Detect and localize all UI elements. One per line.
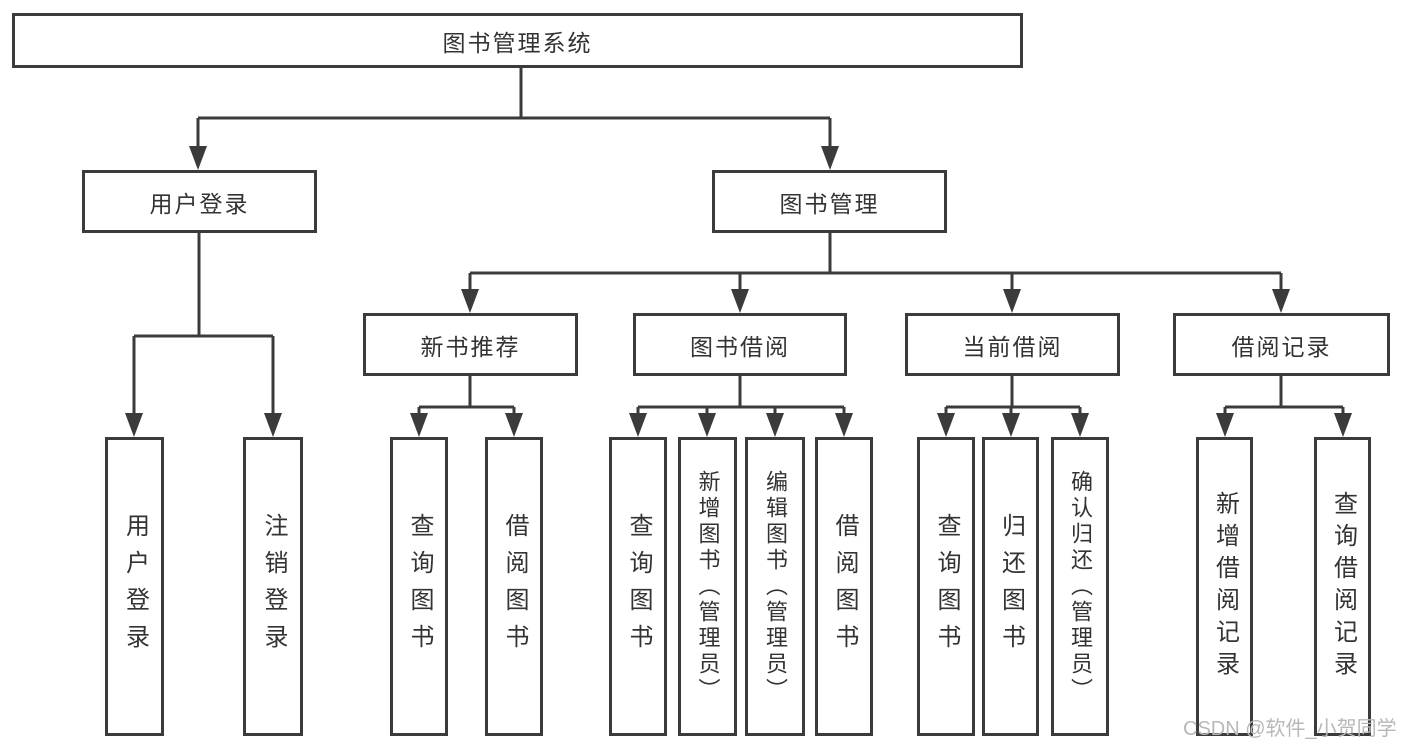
arrowhead-icon: [189, 146, 207, 170]
arrowhead-icon: [1003, 289, 1021, 313]
node-label: 用户登录: [149, 190, 250, 217]
leaf-query-books: 查询图书: [917, 437, 975, 736]
node-label: 借阅记录: [1231, 333, 1332, 360]
leaf-query-borrow-record: 查询借阅记录: [1314, 437, 1371, 736]
leaf-label: 查询图书: [625, 512, 652, 661]
node-current-borrow: 当前借阅: [905, 313, 1120, 376]
arrowhead-icon: [766, 413, 784, 437]
leaf-label: 确认归还（管理员）: [1068, 469, 1093, 704]
arrowhead-icon: [1334, 413, 1352, 437]
leaf-label: 新增图书（管理员）: [695, 469, 721, 704]
node-borrow-records: 借阅记录: [1173, 313, 1390, 376]
node-new-book-recommend: 新书推荐: [363, 313, 578, 376]
leaf-label: 编辑图书（管理员）: [763, 469, 788, 704]
leaf-confirm-return-admin: 确认归还（管理员）: [1051, 437, 1109, 736]
arrowhead-icon: [264, 413, 282, 437]
leaf-label: 归还图书: [997, 512, 1025, 661]
leaf-borrow-books: 借阅图书: [485, 437, 543, 736]
leaf-user-login: 用户登录: [105, 437, 164, 736]
arrowhead-icon: [1002, 413, 1020, 437]
arrowhead-icon: [731, 289, 749, 313]
node-label: 图书借阅: [690, 333, 790, 360]
node-label: 新书推荐: [420, 333, 521, 360]
leaf-label: 用户登录: [121, 512, 149, 661]
leaf-borrow-books: 借阅图书: [815, 437, 873, 736]
node-user-login-branch: 用户登录: [82, 170, 317, 233]
leaf-edit-books-admin: 编辑图书（管理员）: [745, 437, 805, 736]
arrowhead-icon: [1071, 413, 1089, 437]
arrowhead-icon: [125, 413, 143, 437]
leaf-return-books: 归还图书: [982, 437, 1039, 736]
arrowhead-icon: [821, 146, 839, 170]
arrowhead-icon: [1272, 289, 1290, 313]
leaf-label: 查询借阅记录: [1329, 490, 1357, 683]
node-label: 当前借阅: [962, 333, 1063, 360]
arrowhead-icon: [1216, 413, 1234, 437]
csdn-watermark: CSDN @软件_小贺同学: [1183, 718, 1397, 740]
arrowhead-icon: [505, 413, 523, 437]
leaf-add-borrow-record: 新增借阅记录: [1196, 437, 1253, 736]
leaf-query-books: 查询图书: [390, 437, 448, 736]
node-label: 图书管理: [779, 190, 880, 217]
leaf-add-books-admin: 新增图书（管理员）: [678, 437, 737, 736]
arrowhead-icon: [629, 413, 647, 437]
leaf-label: 借阅图书: [831, 512, 858, 661]
arrowhead-icon: [410, 413, 428, 437]
leaf-label: 借阅图书: [501, 512, 528, 661]
leaf-logout: 注销登录: [243, 437, 303, 736]
arrowhead-icon: [461, 289, 479, 313]
leaf-label: 注销登录: [260, 512, 287, 661]
leaf-label: 查询图书: [406, 512, 433, 661]
node-label: 图书管理系统: [442, 29, 593, 56]
arrowhead-icon: [698, 413, 716, 437]
leaf-label: 查询图书: [933, 512, 960, 661]
arrowhead-icon: [937, 413, 955, 437]
node-book-management-branch: 图书管理: [712, 170, 947, 233]
leaf-query-books: 查询图书: [609, 437, 667, 736]
node-book-borrow: 图书借阅: [633, 313, 847, 376]
leaf-label: 新增借阅记录: [1211, 490, 1239, 683]
node-system-root: 图书管理系统: [12, 13, 1023, 68]
arrowhead-icon: [835, 413, 853, 437]
